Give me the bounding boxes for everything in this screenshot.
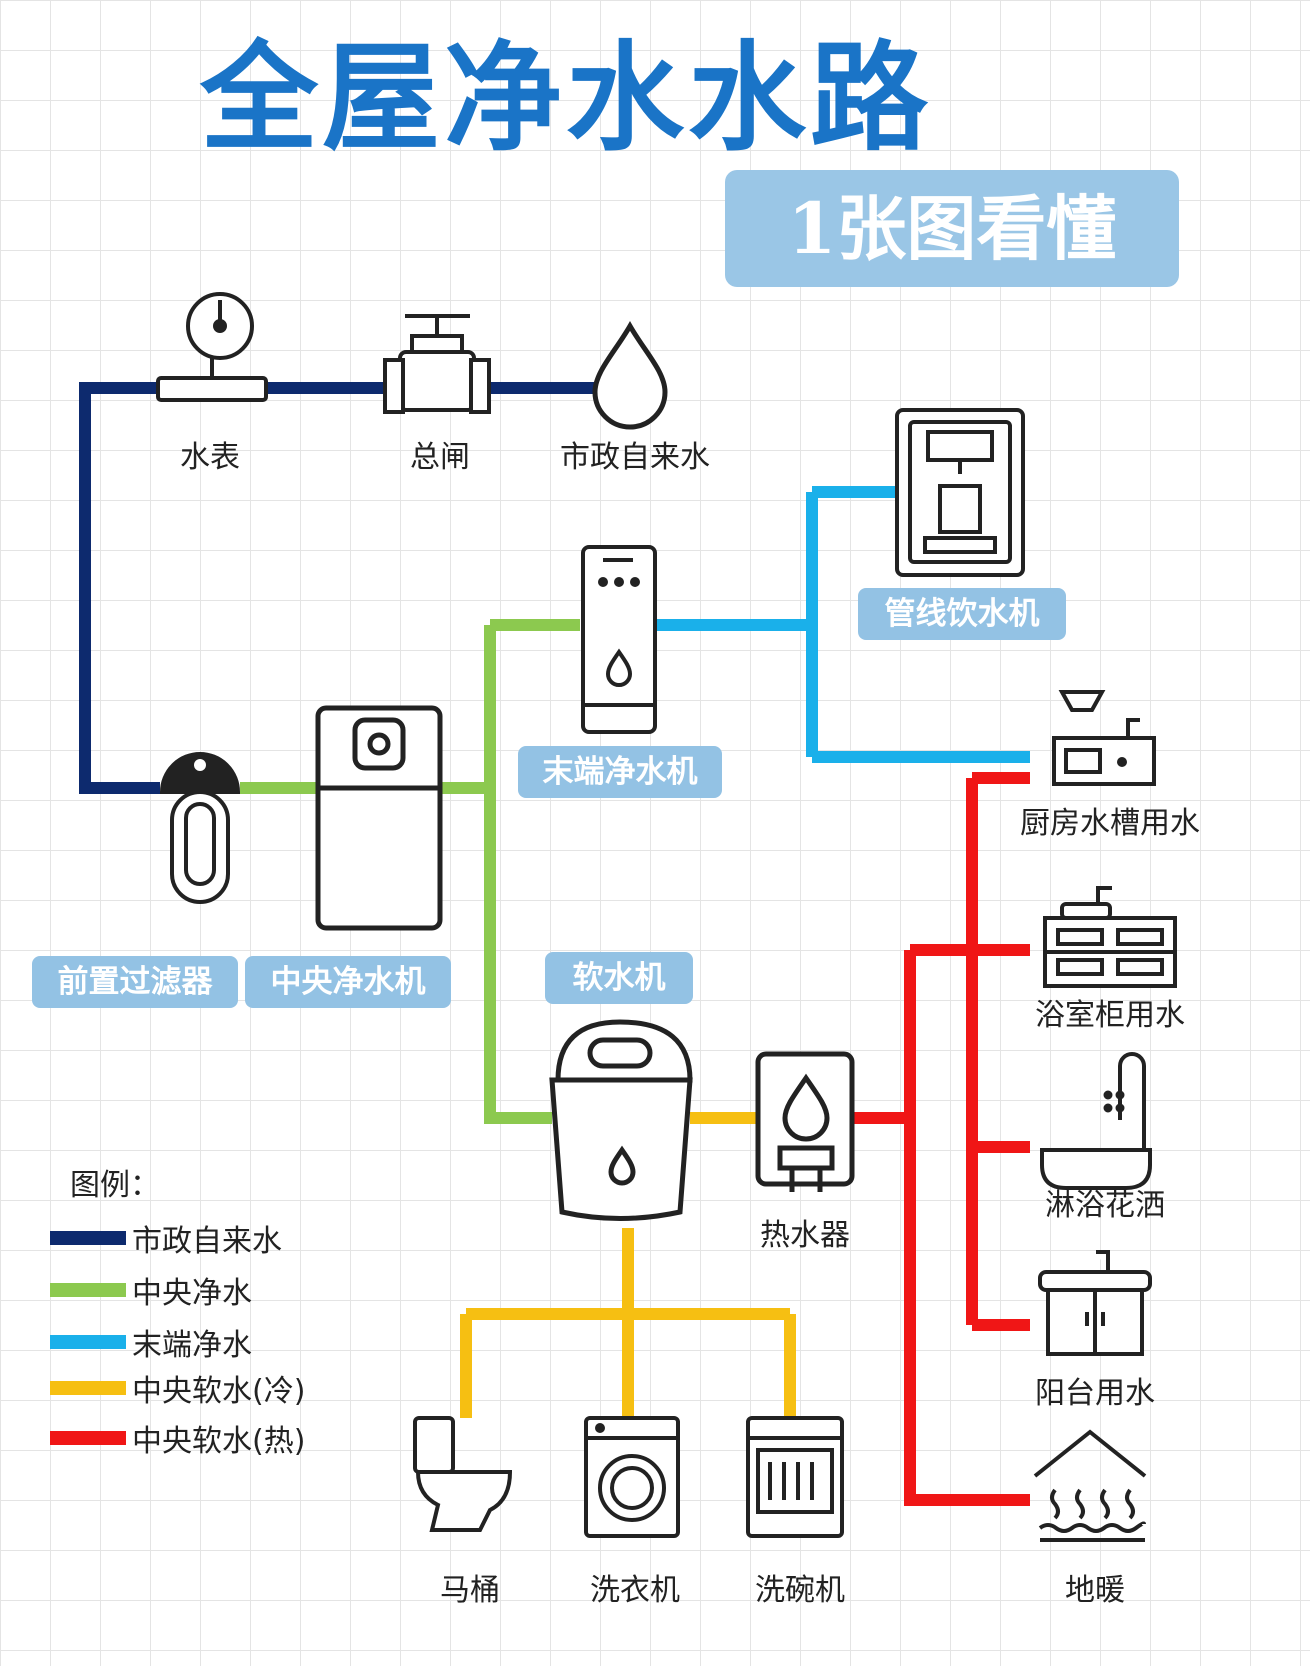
main-valve-icon	[383, 314, 491, 414]
kitchen-sink-label: 厨房水槽用水	[1020, 806, 1200, 841]
legend-item: 市政自来水	[50, 1218, 282, 1259]
legend-label: 市政自来水	[132, 1224, 282, 1259]
balcony-sink-icon	[1038, 1250, 1152, 1356]
legend-label: 中央软水(热)	[132, 1424, 306, 1459]
water-dispenser-icon	[895, 408, 1025, 577]
pipeline-dispenser-label: 管线饮水机	[858, 588, 1066, 640]
kitchen-sink-icon	[1052, 690, 1156, 786]
water-heater-icon	[755, 1051, 855, 1192]
balcony-label: 阳台用水	[1035, 1376, 1155, 1411]
water-heater-label: 热水器	[760, 1218, 850, 1253]
floor-heating-icon	[1033, 1429, 1147, 1542]
main-valve-label: 总闸	[410, 440, 470, 475]
municipal-water-label: 市政自来水	[560, 440, 710, 475]
floor-heating-label: 地暖	[1065, 1573, 1125, 1608]
pre-filter-label: 前置过滤器	[32, 956, 238, 1008]
water-drop-icon	[592, 320, 668, 430]
legend-item: 中央软水(冷)	[50, 1368, 306, 1409]
water-softener-icon	[549, 1019, 693, 1221]
page-title: 全屋净水水路	[200, 29, 933, 167]
pipe-municipal	[79, 382, 595, 794]
bathtub-shower-icon	[1040, 1052, 1152, 1190]
legend-item: 中央净水	[50, 1270, 252, 1311]
water-meter-label: 水表	[180, 440, 240, 475]
pre-filter-icon	[159, 752, 241, 904]
water-softener-label: 软水机	[545, 952, 693, 1004]
pipe-soft-cold	[460, 1112, 796, 1418]
legend-swatch	[50, 1231, 126, 1245]
subtitle-badge: 1张图看懂	[725, 170, 1179, 287]
pipe-terminal-purified	[655, 486, 1030, 763]
legend-label: 中央软水(冷)	[132, 1374, 306, 1409]
toilet-label: 马桶	[440, 1573, 500, 1608]
legend-item: 末端净水	[50, 1322, 252, 1363]
pipe-soft-hot	[852, 772, 1030, 1506]
washing-machine-icon	[584, 1416, 680, 1538]
dishwasher-icon	[746, 1416, 844, 1538]
dishwasher-label: 洗碗机	[755, 1573, 845, 1608]
toilet-icon	[413, 1416, 513, 1532]
legend-label: 末端净水	[132, 1328, 252, 1363]
subtitle-text: 1张图看懂	[787, 187, 1117, 270]
central-purifier-label: 中央净水机	[245, 956, 451, 1008]
central-purifier-icon	[315, 705, 443, 931]
water-meter-icon	[156, 292, 268, 402]
bathroom-cabinet-label: 浴室柜用水	[1035, 998, 1185, 1033]
legend-title: 图例：	[70, 1168, 160, 1203]
washing-machine-label: 洗衣机	[590, 1573, 680, 1608]
pipe-central-purified	[240, 619, 580, 1124]
legend-item: 中央软水(热)	[50, 1418, 306, 1459]
legend-swatch	[50, 1335, 126, 1349]
terminal-purifier-label: 末端净水机	[518, 746, 722, 798]
legend-label: 中央净水	[132, 1276, 252, 1311]
terminal-purifier-icon	[581, 545, 657, 734]
legend-swatch	[50, 1381, 126, 1395]
legend-swatch	[50, 1431, 126, 1445]
bathroom-cabinet-icon	[1043, 886, 1177, 988]
shower-label: 淋浴花洒	[1045, 1188, 1165, 1223]
legend-swatch	[50, 1283, 126, 1297]
